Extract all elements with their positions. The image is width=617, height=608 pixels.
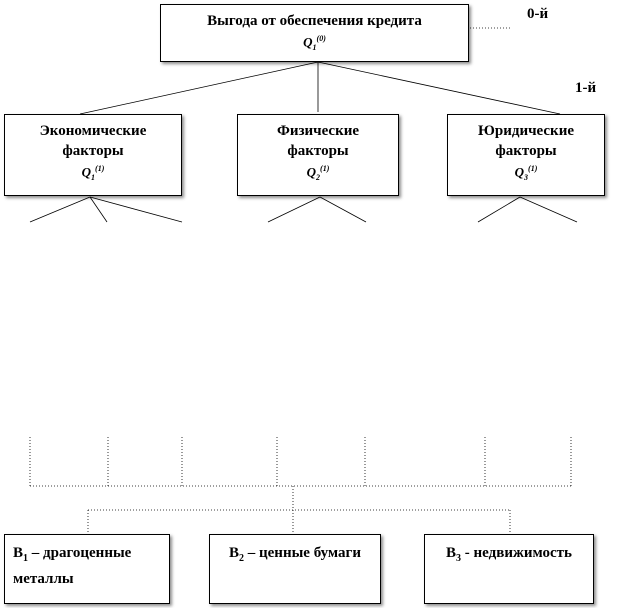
- factor-legal-q: Q3(1): [514, 164, 538, 182]
- factor-physical-line2: факторы: [287, 143, 349, 159]
- factor-economic: Экономические факторы Q1(1): [4, 114, 182, 196]
- root-title: Выгода от обеспечения кредита: [207, 13, 422, 29]
- alternative-b1: B1 – драгоценные металлы: [4, 534, 170, 604]
- level-1-label: 1-й: [575, 80, 597, 96]
- factor-physical-q: Q2(1): [306, 164, 330, 182]
- alternative-b2-text: – ценные бумаги: [244, 545, 362, 561]
- alternative-b3-text: - недвижимость: [461, 545, 572, 561]
- factor-economic-q: Q1(1): [81, 164, 105, 182]
- factor-physical: Физические факторы Q2(1): [237, 114, 399, 196]
- alternative-b3: B3 - недвижимость: [424, 534, 594, 604]
- factor-physical-line1: Физические: [276, 123, 360, 139]
- alternative-b1-text: – драгоценные металлы: [13, 545, 132, 587]
- alternative-b2: B2 – ценные бумаги: [209, 534, 381, 604]
- factor-economic-line2: факторы: [62, 143, 124, 159]
- factor-legal-line1: Юридические: [477, 123, 574, 139]
- root-q-label: Q1(0): [303, 34, 326, 52]
- factor-economic-line1: Экономические: [39, 123, 147, 139]
- factor-legal: Юридические факторы Q3(1): [447, 114, 605, 196]
- factor-legal-line2: факторы: [495, 143, 557, 159]
- root-node: Выгода от обеспечения кредита Q1(0): [160, 4, 469, 62]
- level-0-label: 0-й: [527, 6, 549, 22]
